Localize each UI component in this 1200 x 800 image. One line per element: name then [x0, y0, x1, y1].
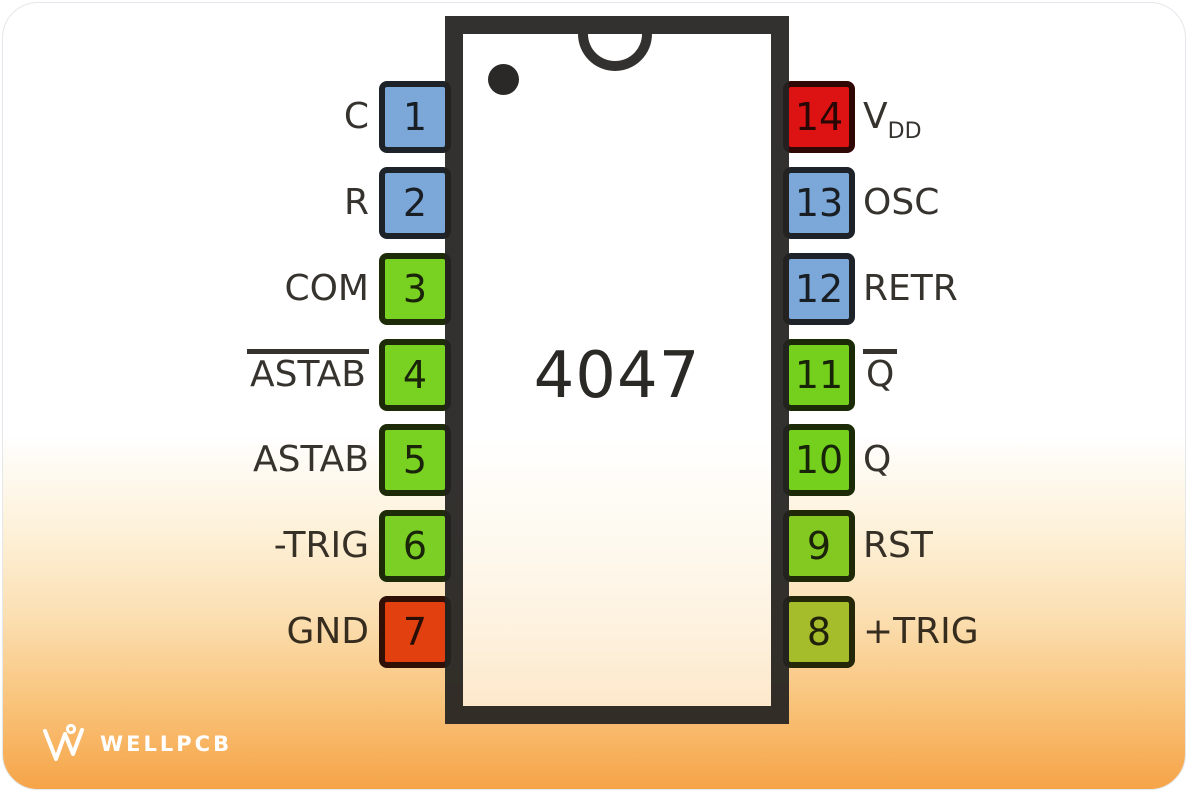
pin-box-9: 9 [783, 510, 855, 582]
pin-number: 14 [794, 95, 844, 139]
pin-label-4: ASTAB [33, 349, 369, 401]
pin-label-text-overline: Q [863, 349, 898, 395]
pin-label-10: Q [863, 434, 891, 486]
pin-label-13: OSC [863, 177, 939, 229]
wellpcb-logo-text: WELLPCB [100, 732, 233, 756]
pin-box-8: 8 [783, 596, 855, 668]
pin-number: 6 [402, 524, 428, 568]
pin-box-12: 12 [783, 253, 855, 325]
pin-box-5: 5 [379, 424, 451, 496]
wellpcb-logo: WELLPCB [41, 721, 232, 767]
pin-label-12: RETR [863, 263, 958, 315]
pin-label-1: C [33, 91, 369, 143]
pin-number: 2 [402, 181, 428, 225]
pin-box-14: 14 [783, 81, 855, 153]
pin-box-7: 7 [379, 596, 451, 668]
pin-number: 7 [402, 610, 428, 654]
pin-label-text: GND [286, 611, 369, 652]
pin-label-2: R [33, 177, 369, 229]
pin-label-5: ASTAB [33, 434, 369, 486]
pin-box-3: 3 [379, 253, 451, 325]
pin-label-3: COM [33, 263, 369, 315]
pin-label-text-overline: ASTAB [247, 349, 369, 395]
pin-label-text: RETR [863, 268, 958, 309]
pin-number: 1 [402, 95, 428, 139]
pin-box-10: 10 [783, 424, 855, 496]
pin-label-text: -TRIG [273, 525, 369, 566]
pin-number: 5 [402, 438, 428, 482]
pin-label-6: -TRIG [33, 520, 369, 572]
pin-label-text: +TRIG [863, 611, 979, 652]
pin-label-8: +TRIG [863, 606, 979, 658]
pin-label-9: RST [863, 520, 933, 572]
pin-box-13: 13 [783, 167, 855, 239]
pin-label-text: COM [284, 268, 369, 309]
pin-number: 3 [402, 267, 428, 311]
pin-number: 11 [794, 353, 844, 397]
pin-number: 10 [794, 438, 844, 482]
pin-number: 12 [794, 267, 844, 311]
pin-box-1: 1 [379, 81, 451, 153]
pin-box-6: 6 [379, 510, 451, 582]
pin-label-text: Q [863, 439, 892, 480]
pin-number: 9 [806, 524, 832, 568]
pin-label-text: OSC [863, 182, 940, 223]
pin-number: 8 [806, 610, 832, 654]
pin-label-11: Q [863, 349, 898, 401]
pin-label-text: ASTAB [253, 439, 369, 480]
pin-label-text: RST [863, 525, 933, 566]
pin-label-text: R [343, 182, 369, 223]
pin-box-11: 11 [783, 339, 855, 411]
pin-label-14: VDD [863, 91, 922, 144]
pin-label-text: V [863, 96, 888, 137]
wellpcb-w-icon [43, 723, 84, 761]
pin-box-4: 4 [379, 339, 451, 411]
pin-label-text: C [343, 96, 369, 137]
pin-number: 4 [402, 353, 428, 397]
pin-number: 13 [794, 181, 844, 225]
pin-label-subscript: DD [887, 119, 922, 144]
pin-label-7: GND [33, 606, 369, 658]
pin-box-2: 2 [379, 167, 451, 239]
